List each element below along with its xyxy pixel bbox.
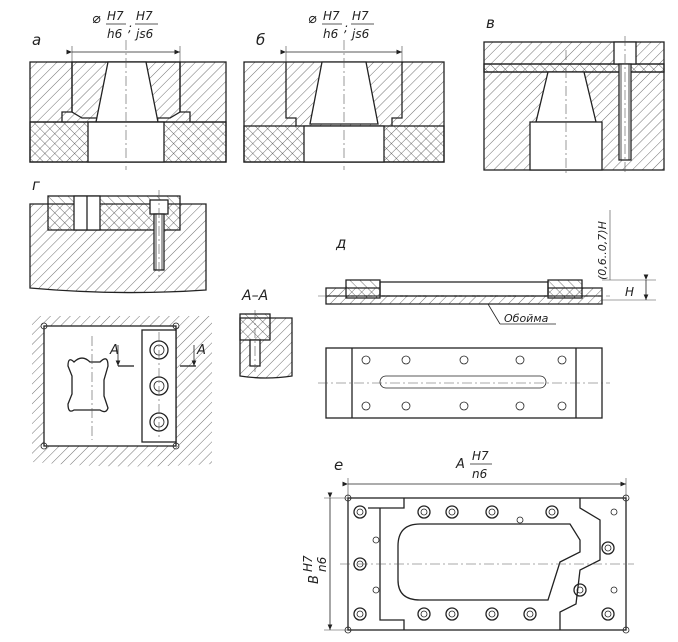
- fit-e-side-letter: B: [307, 575, 322, 584]
- fit-a-diameter: ⌀: [92, 11, 101, 27]
- fit-e-side-num: H7: [301, 555, 315, 572]
- section-aa: А–А: [239, 288, 293, 379]
- svg-text:;: ;: [344, 21, 348, 35]
- dim-vertical: (0,6..0,7)H: [596, 221, 609, 280]
- figure-d: д H (0,6..0,7)H Обойма: [318, 210, 656, 419]
- fit-b-h7: H7: [323, 9, 340, 23]
- fit-e-top-num: H7: [472, 449, 489, 463]
- fit-b-diameter: ⌀: [308, 11, 317, 27]
- section-aa-label: А–А: [241, 288, 268, 304]
- figure-d-label: д: [335, 234, 346, 252]
- svg-text:;: ;: [128, 21, 132, 35]
- figure-b: б ⌀ H7 h6 ; H7 js6: [243, 9, 445, 170]
- section-marker-left: A: [109, 343, 119, 358]
- figure-d-holes: [361, 355, 567, 411]
- figure-a: а ⌀ H7 h6 ; H7 js6: [29, 9, 227, 170]
- dim-h: H: [625, 285, 634, 299]
- fit-b-js6: js6: [350, 27, 370, 41]
- fit-e-top-letter: A: [455, 457, 465, 472]
- figure-g-section: г: [29, 176, 207, 294]
- fit-b-h7b: H7: [352, 9, 369, 23]
- fit-a-js6: js6: [134, 27, 154, 41]
- fit-e-top-den: n6: [472, 467, 488, 481]
- figure-e-label: е: [334, 456, 343, 474]
- figure-e: е A H7 n6 B H7 n6: [301, 449, 634, 634]
- fit-e-side-den: n6: [315, 556, 329, 572]
- figure-b-label: б: [256, 31, 265, 49]
- section-marker-right: A: [196, 343, 206, 358]
- leader-oboyma: Обойма: [504, 312, 549, 325]
- figure-g-plan: A A: [32, 316, 212, 467]
- fit-b-h6: h6: [323, 27, 339, 41]
- figure-a-label: а: [32, 31, 41, 49]
- fit-a-h7b: H7: [136, 9, 153, 23]
- figure-v-label: в: [486, 14, 495, 32]
- figure-e-holes: [353, 505, 618, 621]
- fit-a-h6: h6: [107, 27, 123, 41]
- fit-a-h7: H7: [107, 9, 124, 23]
- figure-v: в: [483, 14, 665, 175]
- figure-g-label: г: [32, 176, 40, 194]
